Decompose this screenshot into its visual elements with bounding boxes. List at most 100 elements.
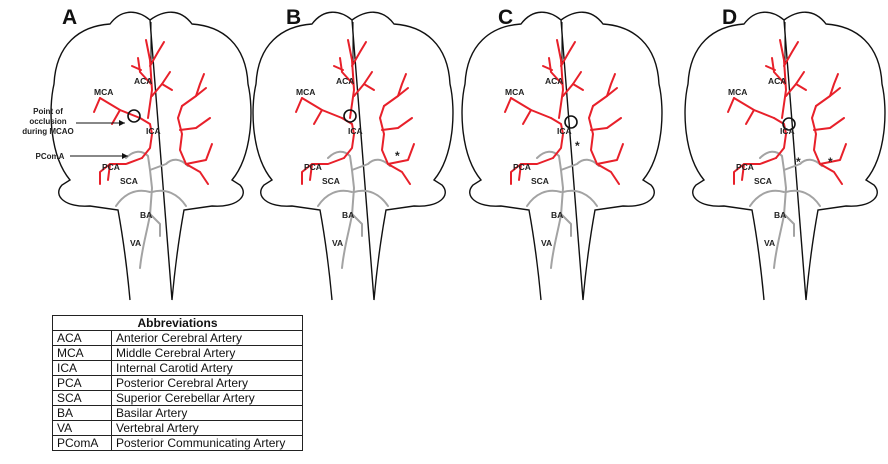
label-ba: BA: [774, 210, 786, 220]
anterior-vessel: [796, 84, 806, 90]
label-mca: MCA: [728, 87, 747, 97]
label-mca: MCA: [505, 87, 524, 97]
abbr-cell: ICA: [53, 361, 112, 376]
anterior-vessel: [178, 106, 208, 184]
name-cell: Vertebral Artery: [112, 421, 303, 436]
label-aca: ACA: [336, 76, 354, 86]
abbr-cell: MCA: [53, 346, 112, 361]
anterior-vessel: [591, 118, 621, 130]
anterior-vessel: [296, 98, 302, 112]
label-ba: BA: [342, 210, 354, 220]
anterior-vessel: [162, 84, 172, 90]
label-aca: ACA: [545, 76, 563, 86]
posterior-vessel: [318, 191, 352, 206]
occlusion-star: *: [796, 155, 801, 169]
anterior-vessel: [812, 106, 842, 184]
anterior-vessel: [820, 144, 846, 164]
anterior-vessel: [589, 106, 619, 184]
abbr-cell: PComA: [53, 436, 112, 451]
posterior-vessel: [784, 160, 822, 170]
panel-letter-b: B: [286, 6, 301, 30]
anterior-vessel: [302, 98, 342, 118]
anterior-vessel: [382, 118, 412, 130]
label-mca: MCA: [94, 87, 113, 97]
anterior-vessel: [314, 110, 322, 124]
anterior-vessel: [597, 144, 623, 164]
abbr-cell: BA: [53, 406, 112, 421]
posterior-vessel: [152, 191, 186, 206]
anterior-vessel: [746, 110, 754, 124]
name-cell: Middle Cerebral Artery: [112, 346, 303, 361]
label-sca: SCA: [754, 176, 772, 186]
posterior-vessel: [150, 160, 188, 170]
anterior-vessel: [180, 118, 210, 130]
table-row: VAVertebral Artery: [53, 421, 303, 436]
abbr-cell: SCA: [53, 391, 112, 406]
panel-letter-c: C: [498, 6, 513, 30]
label-pca: PCA: [304, 162, 322, 172]
posterior-vessel: [116, 191, 150, 206]
anterior-vessel: [523, 110, 531, 124]
abbr-cell: ACA: [53, 331, 112, 346]
label-va: VA: [541, 238, 552, 248]
anterior-vessel: [573, 84, 583, 90]
label-va: VA: [130, 238, 141, 248]
posterior-vessel: [750, 191, 784, 206]
pcoma-label: PComA: [36, 152, 65, 161]
anterior-vessel: [388, 144, 414, 164]
abbreviations-title: Abbreviations: [53, 316, 303, 331]
label-mca: MCA: [296, 87, 315, 97]
abbr-cell: PCA: [53, 376, 112, 391]
occlusion-note: occlusion: [29, 117, 66, 126]
anterior-vessel: [814, 118, 844, 130]
label-sca: SCA: [120, 176, 138, 186]
anterior-vessel: [384, 88, 408, 106]
anterior-vessel: [182, 88, 206, 106]
brain-panel-b: ACAMCAICAPCASCABAVA*: [253, 12, 453, 300]
anterior-vessel: [511, 98, 551, 118]
label-ica: ICA: [780, 126, 795, 136]
occlusion-note: Point of: [33, 107, 63, 116]
label-ba: BA: [140, 210, 152, 220]
posterior-vessel: [527, 191, 561, 206]
name-cell: Superior Cerebellar Artery: [112, 391, 303, 406]
anterior-vessel: [364, 84, 374, 90]
anterior-vessel: [593, 88, 617, 106]
panel-letter-a: A: [62, 6, 77, 30]
panel-a-annotations: Point ofocclusionduring MCAO PComA: [22, 107, 128, 161]
panel-letter-d: D: [722, 6, 737, 30]
posterior-vessel: [563, 191, 597, 206]
label-aca: ACA: [134, 76, 152, 86]
label-va: VA: [764, 238, 775, 248]
posterior-vessel: [354, 191, 388, 206]
posterior-vessel: [352, 160, 390, 170]
anterior-vessel: [186, 144, 212, 164]
label-sca: SCA: [322, 176, 340, 186]
vessel-diagram: ACAMCAICAPCASCABAVAACAMCAICAPCASCABAVA*A…: [0, 0, 888, 310]
abbr-cell: VA: [53, 421, 112, 436]
anterior-vessel: [505, 98, 511, 112]
name-cell: Internal Carotid Artery: [112, 361, 303, 376]
anterior-vessel: [734, 98, 774, 118]
label-ba: BA: [551, 210, 563, 220]
table-row: SCASuperior Cerebellar Artery: [53, 391, 303, 406]
occlusion-note: during MCAO: [22, 127, 74, 136]
label-va: VA: [332, 238, 343, 248]
anterior-vessel: [728, 98, 734, 112]
anterior-vessel: [816, 88, 840, 106]
anterior-vessel: [380, 106, 410, 184]
name-cell: Posterior Communicating Artery: [112, 436, 303, 451]
abbreviations-table: Abbreviations ACAAnterior Cerebral Arter…: [52, 315, 303, 451]
label-aca: ACA: [768, 76, 786, 86]
name-cell: Posterior Cerebral Artery: [112, 376, 303, 391]
table-row: ICAInternal Carotid Artery: [53, 361, 303, 376]
anterior-vessel: [100, 98, 140, 118]
